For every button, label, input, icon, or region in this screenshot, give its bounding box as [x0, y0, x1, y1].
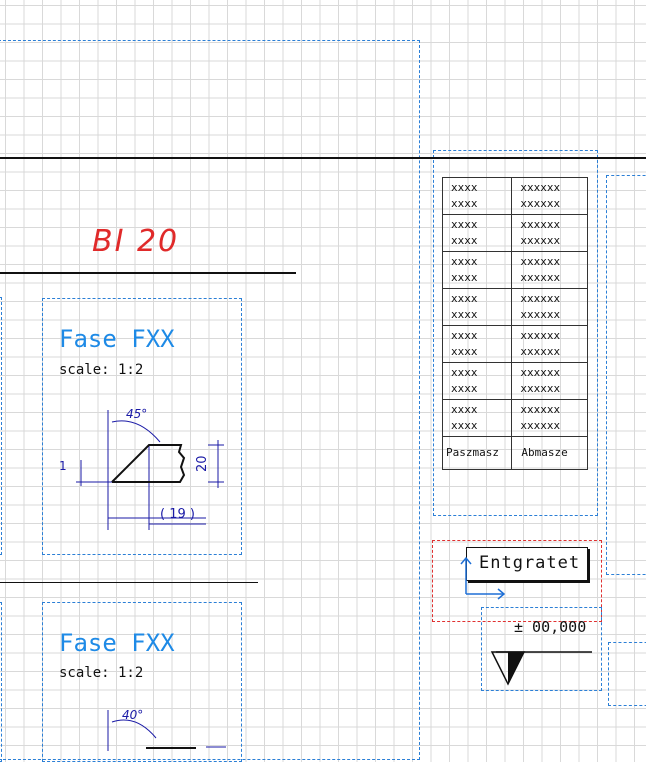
cell-line: xxxx — [451, 329, 478, 342]
table-frame — [433, 150, 598, 516]
cell-line: xxxx — [451, 181, 478, 194]
footer-cell-right: Abmasze — [511, 436, 588, 470]
table-footer-row: Paszmasz Abmasze — [441, 436, 588, 470]
cell-line: xxxx — [451, 403, 478, 416]
table-cell-left: xxxx xxxx — [441, 399, 513, 437]
side-frame-right — [606, 175, 646, 575]
cell-line: xxxx — [451, 308, 478, 321]
table-cell-right: xxxxxx xxxxxx — [511, 214, 588, 252]
detail-title-2: Fase FXX — [59, 629, 175, 657]
note-frame — [432, 540, 602, 622]
cell-line: xxxxxx — [520, 329, 561, 342]
table-cell-right: xxxxxx xxxxxx — [511, 399, 588, 437]
cell-line: xxxxxx — [520, 292, 561, 305]
cell-line: xxxxxx — [520, 345, 561, 358]
cell-line: xxxxxx — [520, 218, 561, 231]
cell-line: xxxxxx — [520, 419, 561, 432]
left-edge-frame-1 — [0, 297, 2, 555]
cell-line: xxxxxx — [520, 403, 561, 416]
cell-line: xxxxxx — [520, 382, 561, 395]
left-edge-frame-2 — [0, 602, 2, 762]
table-cell-right: xxxxxx xxxxxx — [511, 362, 588, 400]
dim-height-label: 20 — [195, 455, 210, 472]
detail-title-1: Fase FXX — [59, 325, 175, 353]
cell-line: xxxxxx — [520, 308, 561, 321]
level-marker-icon — [490, 651, 592, 686]
dim-width-label: ( 19 ) — [160, 507, 195, 522]
section-divider — [0, 582, 258, 583]
title-underline — [0, 272, 296, 274]
cell-line: xxxxxx — [520, 234, 561, 247]
cell-line: xxxxxx — [520, 271, 561, 284]
chamfer-detail-drawing: 45° 1 20 ( 19 ) — [59, 407, 224, 530]
cell-line: xxxx — [451, 419, 478, 432]
cell-line: xxxx — [451, 197, 478, 210]
dim-left-label: 1 — [59, 459, 67, 473]
cell-line: xxxx — [451, 218, 478, 231]
footer-cell-left: Paszmasz — [441, 436, 513, 470]
angle-label-1: 45° — [126, 407, 147, 421]
angle-label-2: 40° — [122, 708, 143, 722]
entgratet-label: Entgratet — [466, 547, 588, 581]
cell-line: xxxxxx — [520, 181, 561, 194]
cell-line: xxxx — [451, 255, 478, 268]
cell-line: xxxx — [451, 292, 478, 305]
table-cell-right: xxxxxx xxxxxx — [511, 177, 588, 215]
cell-line: xxxx — [451, 271, 478, 284]
table-cell-right: xxxxxx xxxxxx — [511, 251, 588, 289]
table-cell-left: xxxx xxxx — [441, 325, 513, 363]
cell-line: xxxxxx — [520, 197, 561, 210]
detail-frame-1 — [42, 298, 242, 555]
cell-line: xxxx — [451, 382, 478, 395]
table-cell-right: xxxxxx xxxxxx — [511, 325, 588, 363]
note-arrow-icon — [460, 556, 506, 600]
cell-line: xxxx — [451, 234, 478, 247]
side-frame-right-lower — [608, 642, 646, 706]
section-title: BI 20 — [92, 224, 180, 259]
level-value: ± 00,000 — [514, 618, 587, 636]
table-cell-left: xxxx xxxx — [441, 288, 513, 326]
table-cell-left: xxxx xxxx — [441, 214, 513, 252]
table-cell-left: xxxx xxxx — [441, 362, 513, 400]
top-rule — [0, 157, 646, 159]
level-frame — [481, 607, 602, 691]
table-cell-right: xxxxxx xxxxxx — [511, 288, 588, 326]
cell-line: xxxx — [451, 345, 478, 358]
table-cell-left: xxxx xxxx — [441, 251, 513, 289]
detail-scale-1: scale: 1:2 — [59, 362, 144, 378]
detail-scale-2: scale: 1:2 — [59, 665, 144, 681]
cell-line: xxxx — [451, 366, 478, 379]
cell-line: xxxxxx — [520, 255, 561, 268]
chamfer-detail-drawing-2: 40° — [107, 708, 226, 751]
cell-line: xxxxxx — [520, 366, 561, 379]
table-cell-left: xxxx xxxx — [441, 177, 513, 215]
